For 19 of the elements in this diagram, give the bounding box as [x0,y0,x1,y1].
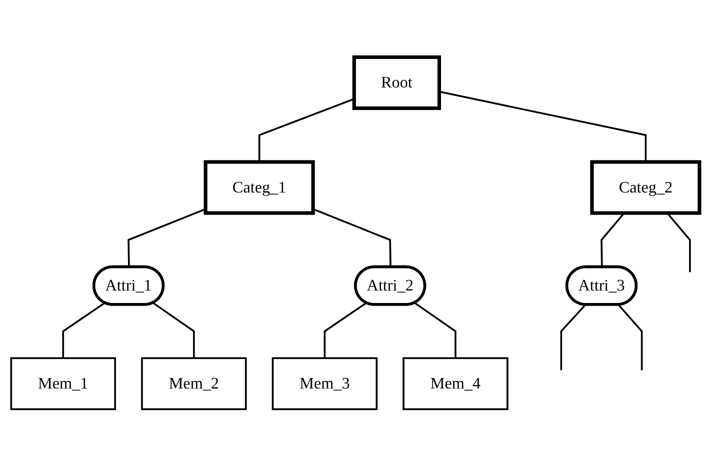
node-box [204,160,315,216]
connector [62,302,106,358]
connector [324,302,367,358]
node-box [352,56,442,110]
node-box [141,358,247,410]
connector [666,212,691,272]
connector [439,91,647,162]
connector [560,304,586,371]
connector [152,302,195,358]
connector [600,212,625,268]
node-box [10,358,116,410]
node-box [590,160,702,216]
connector [414,302,456,358]
node-box [272,358,378,410]
connector [258,98,354,162]
tree-diagram: Root Categ_1 Categ_2 Attri_1 Attri_2 Attri_3 Mem_1 Mem_2 Mem_3 Mem_4 [4,50,724,417]
node-box [402,358,508,410]
connector [618,304,643,371]
connector [128,208,206,268]
